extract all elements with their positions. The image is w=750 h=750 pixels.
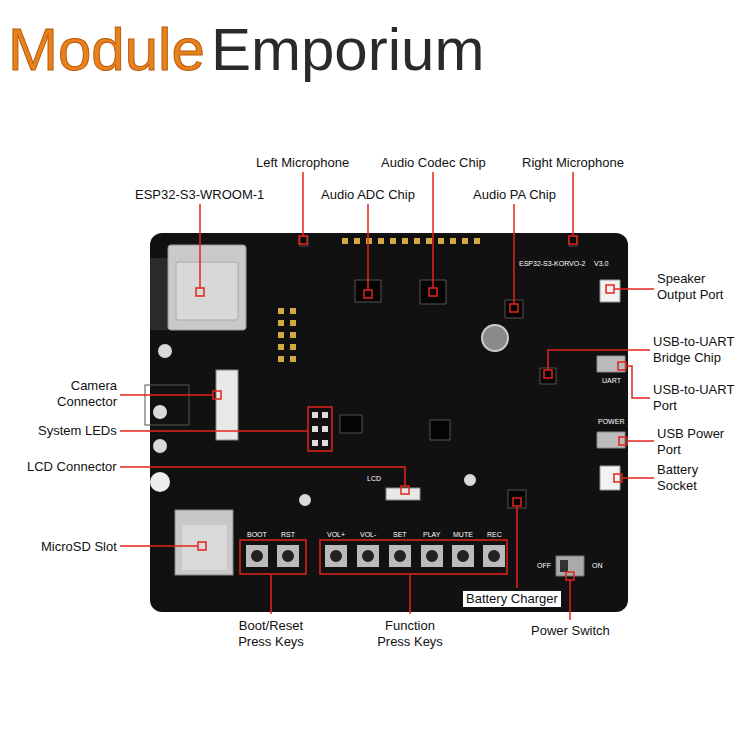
brand-logo-text: Module [8,12,205,87]
leader-line [622,477,654,479]
leader-line [614,288,654,290]
silkscreen-label: PLAY [423,531,440,540]
leader-line [572,172,574,236]
callout-label: Function Press Keys [370,618,450,651]
silkscreen-label: V3.0 [594,260,608,269]
callout-label: USB-to-UART Port [653,382,745,415]
switch-slider [560,560,568,572]
callout-label: Audio ADC Chip [321,187,415,203]
callout-label: Boot/Reset Press Keys [231,618,311,651]
antenna-area [150,258,168,330]
callout-box [320,540,507,574]
callout-box [240,540,306,574]
camera-outline [145,385,189,425]
callout-markers [196,236,627,580]
leader-line [120,467,405,486]
button-bases [246,545,505,567]
camera-connector [216,370,238,440]
callout-label: USB-to-UART Bridge Chip [653,334,745,367]
leader-line [516,506,518,588]
callout-label: Audio PA Chip [473,187,556,203]
brand-logo-text: Emporium [211,12,484,87]
pcb-board [150,233,628,612]
callout-label: ESP32-S3-WROOM-1 [135,187,264,203]
callout-label: Camera Connector [37,378,117,411]
leader-line [270,575,272,614]
leader-line [302,172,304,236]
callout-label: Right Microphone [522,155,624,171]
leader-line [367,204,369,290]
leader-line [627,440,654,442]
leader-line [120,545,198,547]
callout-label: Audio Codec Chip [381,155,486,171]
leader-line [199,204,201,288]
leader-line [120,394,213,396]
callout-label: USB Power Port [657,426,732,459]
leader-line [120,430,308,432]
silkscreen-label: RST [281,531,295,540]
silkscreen-label: POWER [598,418,624,427]
leader-line [626,366,650,398]
callout-label: System LEDs [38,423,117,439]
callout-label: Speaker Output Port [657,271,737,304]
silkscreen-label: ON [592,562,603,571]
callout-label: Power Switch [531,623,610,639]
callout-label: MicroSD Slot [41,539,117,555]
espressif-logo [150,472,170,492]
silkscreen-label: ESP32-S3-KORVO-2 [519,260,585,269]
mounting-holes [153,344,476,506]
callout-label: LCD Connector [27,459,117,475]
silkscreen-label: VOL- [360,531,376,540]
callout-label: Battery Charger [463,591,561,607]
microsd-card [182,525,227,570]
callout-label: Battery Socket [657,462,719,495]
button-caps [251,550,500,562]
silkscreen-label: LCD [367,475,381,484]
silkscreen-label: VOL+ [327,531,345,540]
system-leds [312,412,328,446]
silkscreen-label: OFF [537,562,551,571]
silkscreen-label: REC [487,531,502,540]
leader-line [409,575,411,614]
leader-line [548,350,650,370]
leader-line [432,172,434,288]
callout-box [308,407,332,451]
leader-line [513,204,515,304]
leader-line [569,580,571,620]
silkscreen-label: BOOT [247,531,267,540]
silkscreen-label: SET [393,531,407,540]
silkscreen-label: UART [602,377,621,386]
silkscreen-label: MUTE [453,531,473,540]
esp32-module [168,245,246,330]
module-shield [176,262,238,320]
jst-sockets [600,280,620,490]
callout-label: Left Microphone [256,155,349,171]
electrolytic-capacitor [482,325,508,351]
power-switch [556,556,584,576]
